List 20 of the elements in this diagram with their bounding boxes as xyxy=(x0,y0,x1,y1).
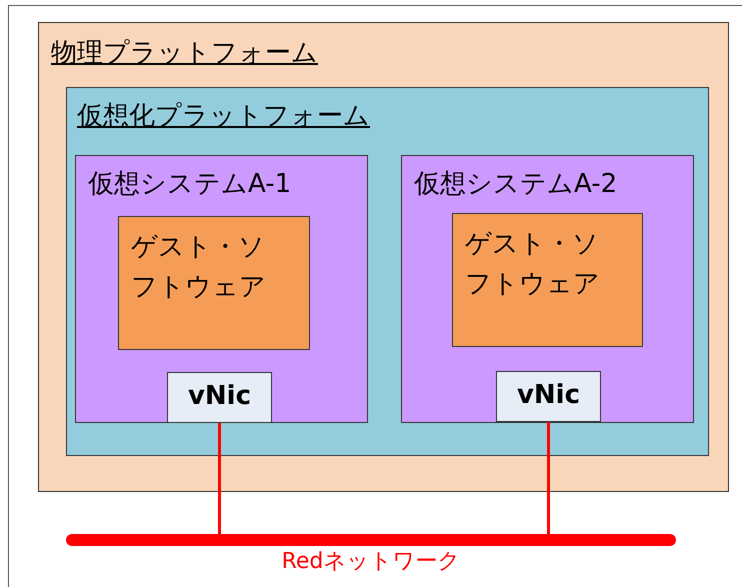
platform-heading: 仮想化プラットフォーム xyxy=(77,100,370,132)
vnic-label: vNic xyxy=(186,380,252,412)
software-box xyxy=(118,216,310,350)
software-box xyxy=(452,213,643,347)
platform-box xyxy=(38,22,729,492)
system-box xyxy=(75,155,368,423)
network-bar xyxy=(66,534,676,546)
network-label: Redネットワーク xyxy=(280,548,462,576)
connector-line xyxy=(547,422,550,534)
box-label: ゲスト・ソフトウェア xyxy=(465,228,601,302)
platform-heading: 物理プラットフォーム xyxy=(51,37,318,70)
system-box xyxy=(401,155,694,423)
vnic-box xyxy=(496,371,601,422)
box-label: 仮想システムA-2 xyxy=(414,168,618,200)
vnic-box xyxy=(167,372,272,423)
connector-line xyxy=(218,423,221,534)
platform-box xyxy=(66,87,709,456)
box-label: ゲスト・ソフトウェア xyxy=(131,231,267,304)
vnic-label: vNic xyxy=(516,379,582,412)
box-label: 仮想システムA-1 xyxy=(88,168,292,200)
